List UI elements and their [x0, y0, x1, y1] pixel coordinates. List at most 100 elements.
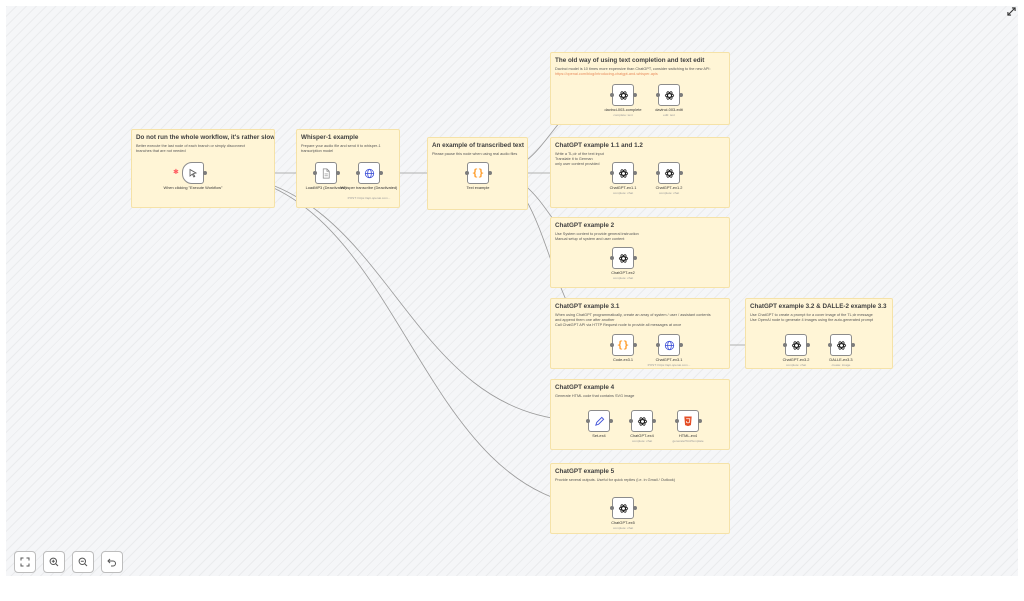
input-port[interactable] [355, 171, 360, 175]
node-label: ChatGPT-ex3.1 [655, 357, 683, 362]
node-dalle33[interactable] [830, 334, 852, 356]
node-ex12[interactable] [658, 162, 680, 184]
sticky-title: ChatGPT example 5 [555, 468, 615, 475]
sticky-line: branches that are not needed [136, 149, 186, 154]
input-port[interactable] [674, 419, 679, 423]
output-port[interactable] [633, 256, 637, 260]
node-loadmp3[interactable] [315, 162, 337, 184]
openai-icon [791, 340, 802, 351]
node-subtitle: complete: chat [785, 362, 807, 367]
output-port[interactable] [633, 171, 637, 175]
trigger-indicator-icon: ✱ [173, 169, 179, 176]
sticky-line: Prepare your audio file and send it to w… [301, 144, 381, 148]
node-subtitle: complete: chat [612, 190, 634, 195]
input-port[interactable] [609, 256, 614, 260]
output-port[interactable] [633, 343, 637, 347]
output-port[interactable] [203, 171, 207, 175]
node-label: ChatGPT-ex1.2 [655, 185, 683, 190]
sticky-note-example-2[interactable]: ChatGPT example 2 Use System content to … [550, 217, 730, 288]
workflow-canvas[interactable] [6, 6, 1018, 576]
sticky-note-example-3-2[interactable]: ChatGPT example 3.2 & DALLE-2 example 3.… [745, 298, 893, 369]
input-port[interactable] [827, 343, 832, 347]
output-port[interactable] [679, 171, 683, 175]
sticky-line: When using ChatGPT programmatically, cre… [555, 313, 711, 317]
node-ex32[interactable] [785, 334, 807, 356]
node-ex11[interactable] [612, 162, 634, 184]
zoom-to-fit-button[interactable] [14, 551, 36, 573]
zoom-out-button[interactable] [72, 551, 94, 573]
node-whisper[interactable] [358, 162, 380, 184]
sticky-title: ChatGPT example 3.1 [555, 303, 620, 310]
input-port[interactable] [782, 343, 787, 347]
sticky-line: Call ChatGPT API via HTTP Request node t… [555, 323, 682, 328]
node-label: HTML-ex4 [678, 433, 698, 438]
node-subtitle: complete: chat [658, 190, 680, 195]
output-port[interactable] [633, 506, 637, 510]
node-subtitle: complete: text [613, 112, 633, 117]
input-port[interactable] [464, 171, 469, 175]
sticky-note-example-1[interactable]: ChatGPT example 1.1 and 1.2 Write a TL;d… [550, 137, 730, 208]
input-port[interactable] [655, 343, 660, 347]
node-davinci-edit[interactable] [658, 84, 680, 106]
sticky-line: Manual setup of system and user content [555, 237, 625, 242]
input-port[interactable] [585, 419, 590, 423]
node-davinci-complete[interactable] [612, 84, 634, 106]
node-subtitle: edit: text [663, 112, 675, 117]
node-subtitle: create: image [831, 362, 851, 367]
node-label: ChatGPT-ex3.2 [782, 357, 810, 362]
node-label: When clicking "Execute Workflow" [163, 185, 223, 190]
output-port[interactable] [679, 93, 683, 97]
node-label: DALLE-ex3.3 [829, 357, 853, 362]
fullscreen-icon[interactable] [1005, 5, 1017, 17]
sticky-link[interactable]: https://openai.com/blog/introducing-chat… [555, 72, 658, 77]
sticky-line: Generate HTML code that contains SVG ima… [555, 394, 635, 398]
node-html4[interactable] [677, 410, 699, 432]
sticky-line: Provide several outputs. Useful for quic… [555, 478, 676, 482]
output-port[interactable] [336, 171, 340, 175]
node-code31[interactable]: {} [612, 334, 634, 356]
input-port[interactable] [609, 343, 614, 347]
node-subtitle: POST: https://api.openai.com... [647, 362, 691, 367]
sticky-line: Use ChatGPT to create a prompt for a cov… [750, 313, 873, 317]
sticky-line: Write a TL;dr of the text input [555, 152, 604, 156]
output-port[interactable] [679, 343, 683, 347]
sticky-line: and append them one after another [555, 318, 615, 323]
node-textexample[interactable]: {} [467, 162, 489, 184]
zoom-in-button[interactable] [43, 551, 65, 573]
output-port[interactable] [379, 171, 383, 175]
node-ex2[interactable] [612, 247, 634, 269]
node-set4[interactable] [588, 410, 610, 432]
node-label: Code-ex3.1 [612, 357, 634, 362]
sticky-line: Better execute the last node of each bra… [136, 144, 245, 148]
input-port[interactable] [655, 171, 660, 175]
output-port[interactable] [652, 419, 656, 423]
sticky-note-example-3-1[interactable]: ChatGPT example 3.1 When using ChatGPT p… [550, 298, 730, 369]
output-port[interactable] [851, 343, 855, 347]
input-port[interactable] [628, 419, 633, 423]
node-ex4[interactable] [631, 410, 653, 432]
sticky-title: ChatGPT example 2 [555, 222, 615, 229]
sticky-note-example-5[interactable]: ChatGPT example 5 Provide several output… [550, 463, 730, 534]
output-port[interactable] [633, 93, 637, 97]
output-port[interactable] [609, 419, 613, 423]
input-port[interactable] [609, 171, 614, 175]
input-port[interactable] [609, 93, 614, 97]
input-port[interactable] [655, 93, 660, 97]
openai-icon [664, 168, 675, 179]
input-port[interactable] [609, 506, 614, 510]
output-port[interactable] [698, 419, 702, 423]
node-trigger[interactable] [182, 162, 204, 184]
openai-icon [637, 416, 648, 427]
node-ex31[interactable] [658, 334, 680, 356]
sticky-line: Please pause this node when using real a… [432, 152, 518, 156]
output-port[interactable] [488, 171, 492, 175]
zoom-in-icon [49, 557, 59, 567]
node-ex5[interactable] [612, 497, 634, 519]
input-port[interactable] [312, 171, 317, 175]
sticky-note-whisper[interactable]: Whisper-1 example Prepare your audio fil… [296, 129, 400, 208]
sticky-title: Do not run the whole workflow, it's rath… [136, 134, 275, 141]
output-port[interactable] [806, 343, 810, 347]
html5-icon [683, 415, 693, 427]
undo-button[interactable] [101, 551, 123, 573]
sticky-note-old-way[interactable]: The old way of using text completion and… [550, 52, 730, 125]
